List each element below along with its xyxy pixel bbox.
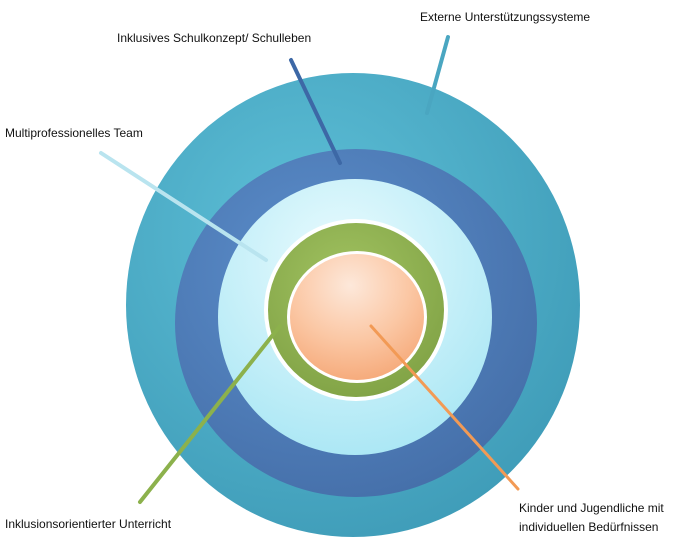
leader-line-teaching — [138, 324, 282, 504]
label-inclusive-teaching: Inklusionsorientierter Unterricht — [5, 517, 172, 531]
label-external-support: Externe Unterstützungssysteme — [420, 10, 590, 24]
label-children-line2: individuellen Bedürfnissen — [519, 520, 658, 534]
label-multiprofessional-team: Multiprofessionelles Team — [5, 126, 143, 140]
leader-line-team — [99, 151, 268, 262]
leader-line-school-concept — [289, 58, 342, 165]
label-school-concept: Inklusives Schulkonzept/ Schulleben — [117, 31, 311, 45]
label-children-line1: Kinder und Jugendliche mit — [519, 501, 664, 515]
leader-line-external-support — [425, 35, 450, 115]
leader-line-children — [369, 324, 520, 491]
